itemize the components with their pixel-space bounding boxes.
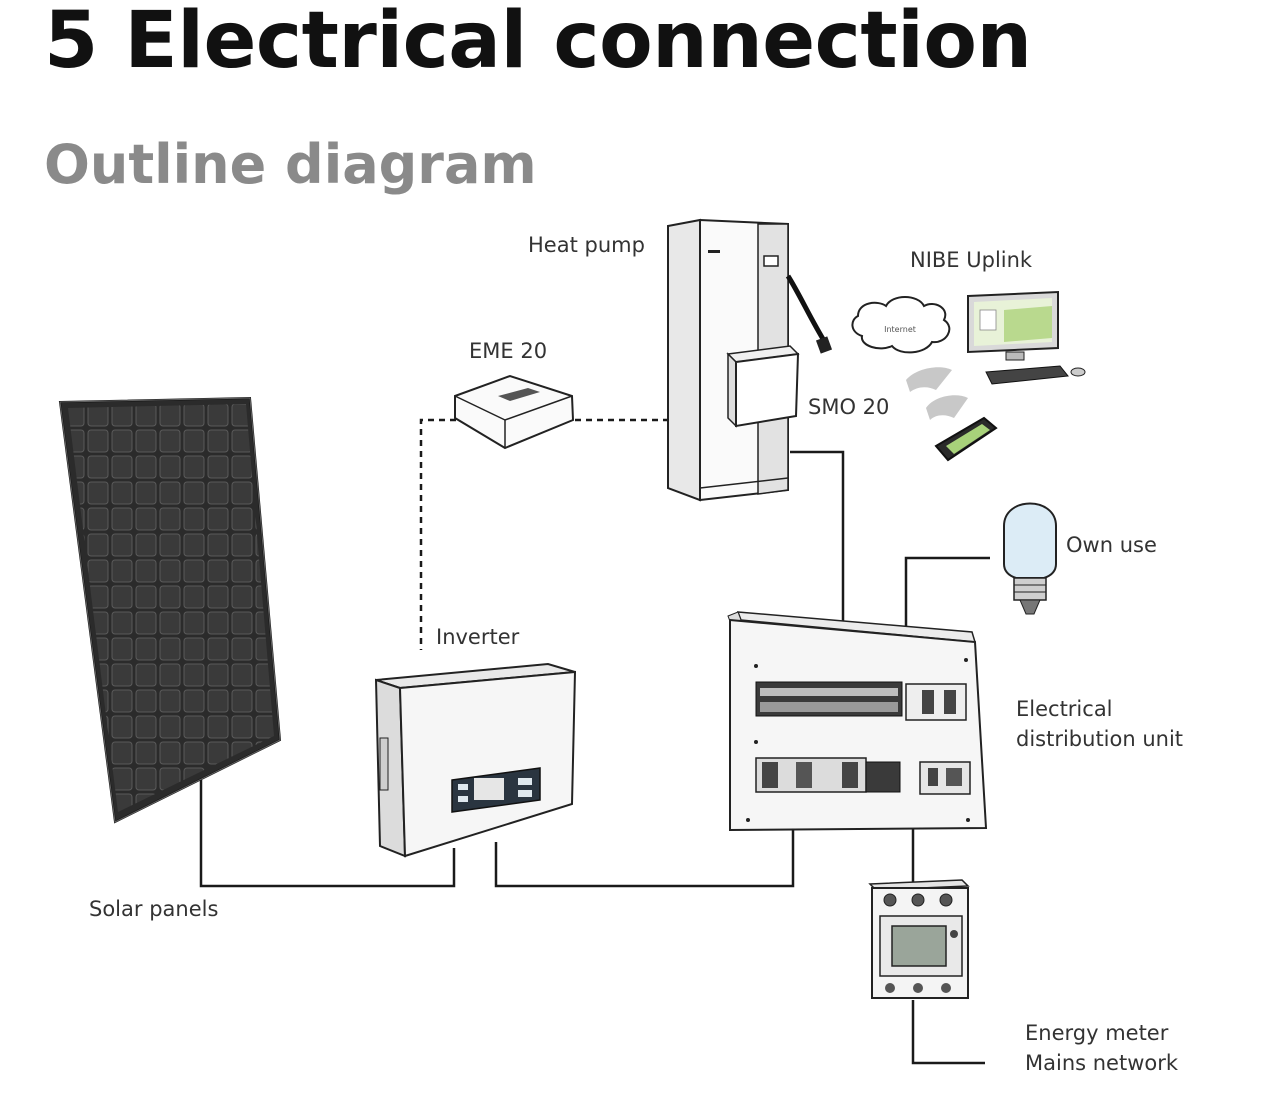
mains-network-label: Mains network: [1025, 1051, 1179, 1075]
solar-panels-label: Solar panels: [89, 897, 219, 921]
light-bulb: [1003, 502, 1057, 615]
inverter-to-distribution-line: [494, 830, 795, 888]
eme20-module: [454, 374, 575, 450]
nibe-uplink-label: NIBE Uplink: [910, 248, 1033, 272]
inverter-label: Inverter: [436, 625, 520, 649]
own-use-label: Own use: [1066, 533, 1157, 557]
distribution-unit: [727, 611, 988, 832]
signal-lines: [419, 418, 668, 650]
computer-workstation: [967, 290, 1086, 385]
meter-to-mains-line: [911, 1000, 985, 1065]
solar-panel: [58, 396, 282, 824]
distribution-to-own-use-line: [904, 556, 990, 628]
eme20-label: EME 20: [469, 339, 548, 363]
breaker-row-bottom: [755, 757, 971, 795]
eme-to-inverter-signal-line: [419, 418, 456, 650]
wireless-signal: [906, 367, 968, 420]
heat-pump-to-distribution-line: [790, 450, 845, 622]
breaker-row-top: [755, 681, 967, 721]
energy-meter-label: Energy meter: [1025, 1021, 1169, 1045]
smartphone: [934, 416, 998, 462]
internet-label: Internet: [884, 325, 916, 334]
smo20-label: SMO 20: [808, 395, 890, 419]
diagram-subtitle: Outline diagram: [44, 133, 537, 196]
section-title: 5 Electrical connection: [44, 0, 1032, 86]
smo20-controller: [726, 345, 800, 428]
solar-to-inverter-line: [199, 780, 456, 888]
inverter-device: [374, 662, 577, 858]
energy-meter: [868, 879, 970, 999]
heat-pump-label: Heat pump: [528, 233, 645, 257]
internet-cloud: Internet: [851, 296, 951, 354]
connection-lines: [199, 450, 990, 1065]
distribution-unit-label-line1: Electrical: [1016, 697, 1113, 721]
distribution-unit-label-line2: distribution unit: [1016, 727, 1184, 751]
